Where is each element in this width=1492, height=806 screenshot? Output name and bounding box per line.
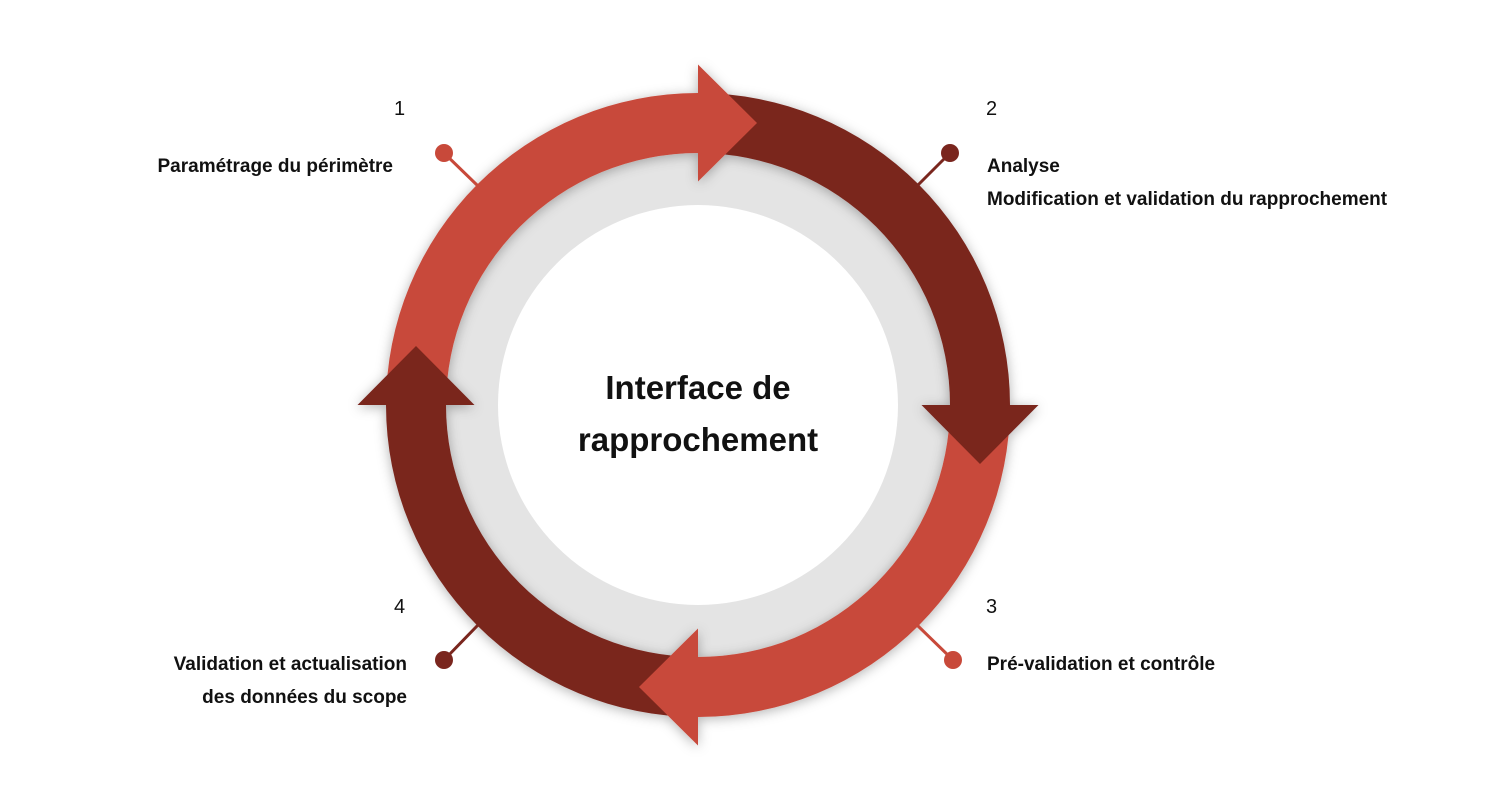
step-2-connector-dot — [941, 144, 959, 162]
step-1-label: Paramétrage du périmètre — [158, 150, 394, 183]
step-2-label: Analyse Modification et validation du ra… — [987, 150, 1387, 216]
step-2-label-line-1: Analyse — [987, 156, 1060, 177]
step-1-connector-dot — [435, 144, 453, 162]
step-4-label: Validation et actualisation des données … — [174, 648, 407, 714]
step-4-number: 4 — [394, 596, 406, 618]
center-title-line-2: rapprochement — [577, 421, 819, 458]
step-4-arrowhead — [357, 346, 475, 405]
step-3-connector-dot — [944, 651, 962, 669]
step-2-number: 2 — [986, 98, 998, 120]
step-2-arrowhead — [921, 405, 1039, 464]
center-title: Interface de rapprochement — [548, 362, 848, 466]
step-4-label-line-2: des données du scope — [202, 687, 407, 708]
step-3-label: Pré-validation et contrôle — [987, 648, 1215, 681]
step-4-connector-dot — [435, 651, 453, 669]
step-1-number: 1 — [394, 98, 406, 120]
step-3-label-line: Pré-validation et contrôle — [987, 654, 1216, 675]
step-3-arrowhead — [639, 628, 698, 746]
step-2-label-line-2: Modification et validation du rapprochem… — [987, 189, 1388, 210]
inner-white-circle — [498, 205, 898, 605]
step-1-label-line: Paramétrage du périmètre — [157, 156, 394, 177]
step-4-label-line-1: Validation et actualisation — [173, 654, 407, 675]
center-title-line-1: Interface de — [605, 369, 791, 406]
step-1-arrowhead — [698, 64, 757, 182]
step-3-number: 3 — [986, 596, 998, 618]
